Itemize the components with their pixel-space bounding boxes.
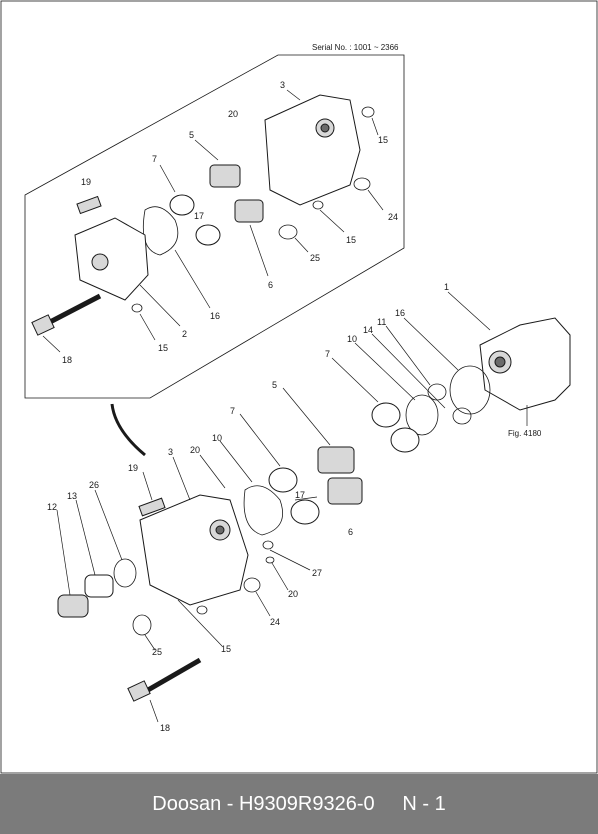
o-ring-15-lower bbox=[196, 605, 208, 615]
label-24-lower: 24 bbox=[270, 617, 280, 627]
label-20a: 20 bbox=[190, 445, 200, 455]
view-transition-arrow bbox=[110, 403, 146, 457]
page-border bbox=[0, 0, 598, 774]
footer-bar: Doosan - H9309R9326-0 N - 1 bbox=[0, 774, 598, 834]
fig-ref: Fig. 4180 bbox=[508, 429, 542, 438]
seal-ring-upper bbox=[142, 206, 179, 256]
o-ring-26 bbox=[113, 558, 137, 588]
bolt-19-upper bbox=[76, 195, 102, 215]
bolt-18-lower-shaft bbox=[146, 657, 202, 693]
label-20: 20 bbox=[228, 109, 238, 119]
label-24: 24 bbox=[388, 212, 398, 222]
label-16: 16 bbox=[210, 311, 220, 321]
label-15a: 15 bbox=[378, 135, 388, 145]
label-10b: 10 bbox=[212, 433, 222, 443]
pump-body-lower bbox=[139, 494, 249, 606]
cover-plate-upper bbox=[74, 217, 149, 301]
label-15c: 15 bbox=[158, 343, 168, 353]
o-ring-27 bbox=[262, 540, 274, 550]
label-14: 14 bbox=[363, 325, 373, 335]
label-3: 3 bbox=[280, 80, 285, 90]
seal-ring-10b bbox=[243, 485, 284, 536]
needle-bearing-12 bbox=[57, 594, 89, 618]
label-20b: 20 bbox=[288, 589, 298, 599]
bushing-7a bbox=[371, 402, 401, 428]
label-10a: 10 bbox=[347, 334, 357, 344]
seal-ring-10a bbox=[405, 394, 439, 436]
o-ring-15b bbox=[312, 200, 324, 210]
label-6-lower: 6 bbox=[348, 527, 353, 537]
o-ring-11 bbox=[427, 383, 447, 401]
bushing-7d bbox=[290, 499, 320, 525]
bolt-19-lower bbox=[138, 497, 166, 517]
label-12: 12 bbox=[47, 502, 57, 512]
pump-unit-1 bbox=[479, 317, 571, 411]
parts-diagram-panel: Serial No. : 1001 ~ 2366 bbox=[0, 0, 598, 774]
label-11: 11 bbox=[377, 317, 386, 327]
drive-gear-upper bbox=[209, 164, 241, 188]
label-13: 13 bbox=[67, 491, 77, 501]
bushing-7c bbox=[268, 467, 298, 493]
label-17-lower: 17 bbox=[295, 490, 305, 500]
bolt-18-shaft bbox=[48, 293, 102, 325]
bolt-18-lower-head bbox=[127, 680, 151, 702]
label-7b: 7 bbox=[230, 406, 235, 416]
bolt-18-head bbox=[31, 314, 55, 336]
o-ring-25 bbox=[278, 224, 298, 240]
o-ring-24-lower bbox=[243, 577, 261, 593]
label-15-lower: 15 bbox=[221, 644, 231, 654]
label-25-lower: 25 bbox=[152, 647, 162, 657]
bushing-upper-b bbox=[195, 224, 221, 246]
label-19: 19 bbox=[81, 177, 91, 187]
driven-gear-upper bbox=[234, 199, 264, 223]
o-ring-25-lower bbox=[132, 614, 152, 636]
label-18: 18 bbox=[62, 355, 72, 365]
label-7: 7 bbox=[152, 154, 157, 164]
pin-20b bbox=[265, 556, 275, 564]
gear-pump-exploded-diagram: Serial No. : 1001 ~ 2366 bbox=[0, 0, 598, 774]
label-3-lower: 3 bbox=[168, 447, 173, 457]
label-2: 2 bbox=[182, 329, 187, 339]
label-25: 25 bbox=[310, 253, 320, 263]
o-ring-14 bbox=[452, 407, 472, 425]
o-ring-15c bbox=[131, 303, 143, 313]
label-7a: 7 bbox=[325, 349, 330, 359]
pump-body-upper bbox=[264, 94, 361, 206]
label-19-lower: 19 bbox=[128, 463, 138, 473]
label-5: 5 bbox=[189, 130, 194, 140]
sleeve-13 bbox=[84, 574, 114, 598]
label-6: 6 bbox=[268, 280, 273, 290]
bushing-7b bbox=[390, 427, 420, 453]
label-26: 26 bbox=[89, 480, 99, 490]
label-27: 27 bbox=[312, 568, 322, 578]
label-17: 17 bbox=[194, 211, 204, 221]
upper-assembly: 3 20 15 5 7 19 17 24 15 25 6 16 2 15 18 bbox=[31, 80, 398, 365]
driven-gear-lower bbox=[327, 477, 363, 505]
bushing-upper-a bbox=[169, 194, 195, 216]
label-18-lower: 18 bbox=[160, 723, 170, 733]
serial-inset-frame bbox=[24, 54, 405, 399]
label-16-lower: 16 bbox=[395, 308, 405, 318]
serial-note: Serial No. : 1001 ~ 2366 bbox=[312, 43, 399, 52]
o-ring-15a bbox=[361, 106, 375, 118]
drive-gear-lower bbox=[317, 446, 355, 474]
footer-text: Doosan - H9309R9326-0 N - 1 bbox=[152, 792, 446, 815]
lower-assembly: 1 16 11 14 10 7 5 7 10 Fig. 4180 20 3 19… bbox=[47, 282, 571, 733]
label-5-lower: 5 bbox=[272, 380, 277, 390]
o-ring-24 bbox=[353, 177, 371, 191]
seal-ring-16 bbox=[449, 365, 491, 415]
label-15b: 15 bbox=[346, 235, 356, 245]
label-1: 1 bbox=[444, 282, 449, 292]
